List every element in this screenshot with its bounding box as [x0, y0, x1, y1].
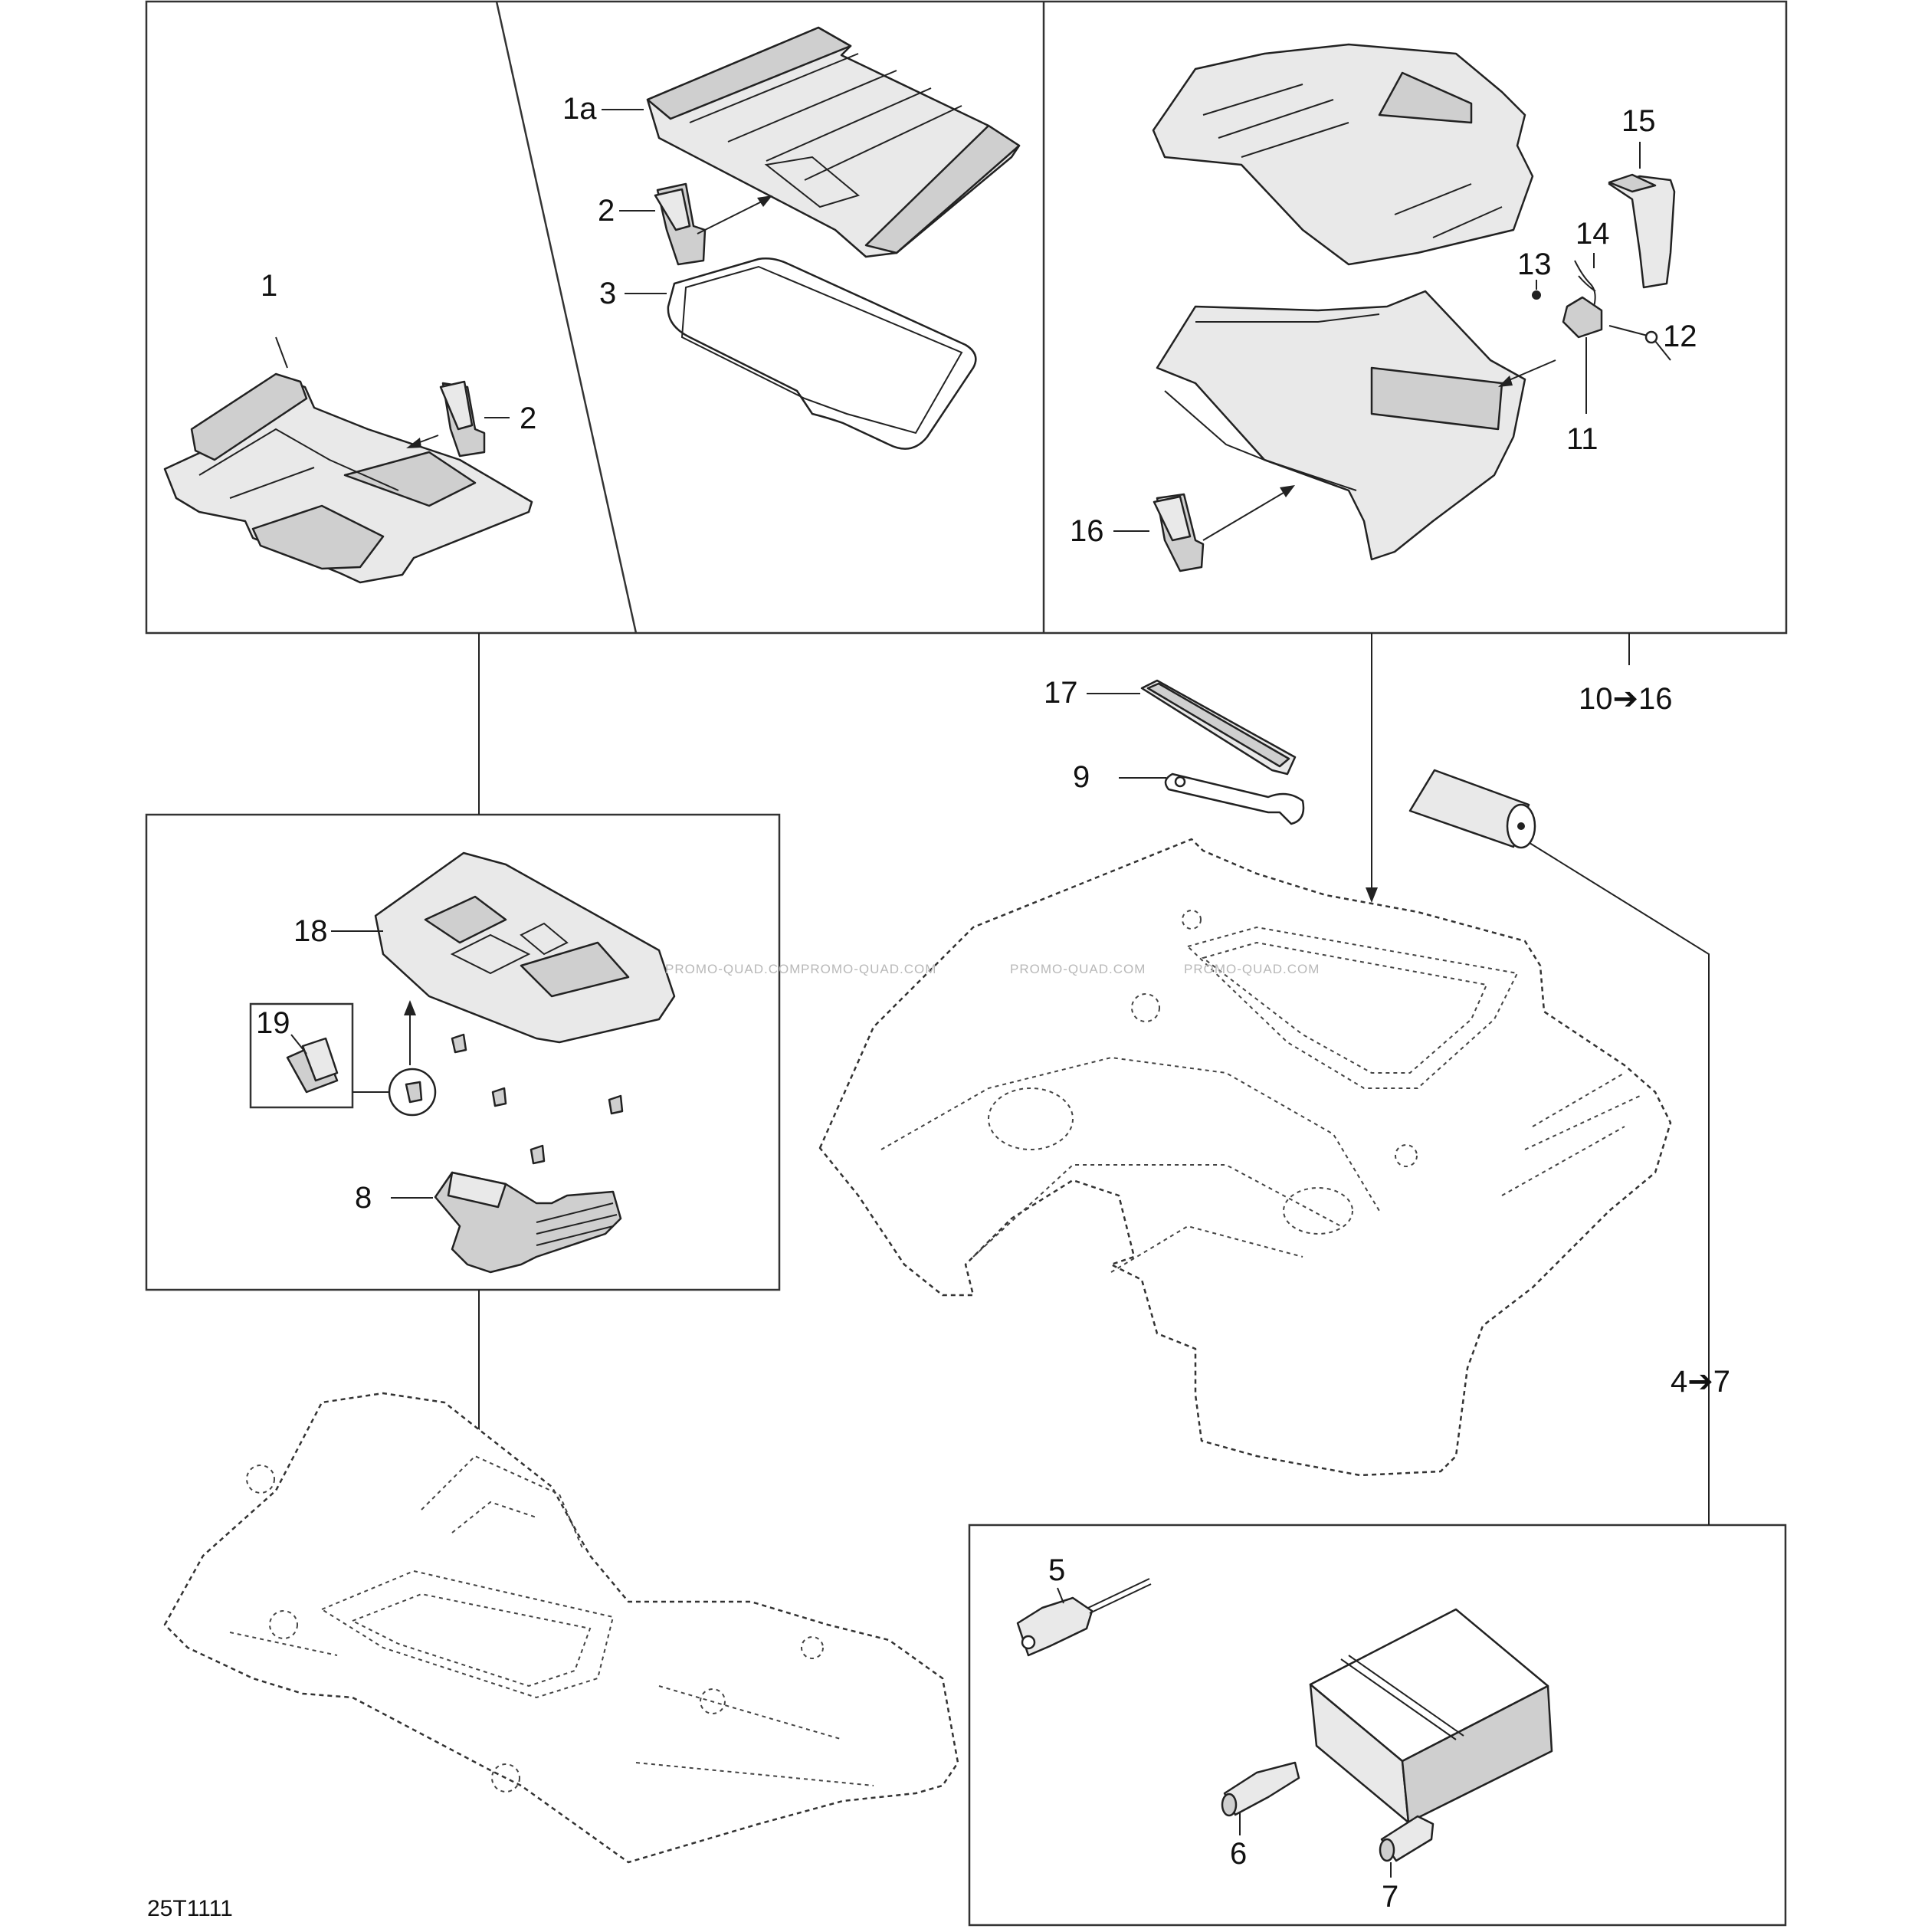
callout-14: 14	[1576, 217, 1610, 251]
part-13-washer	[1532, 290, 1541, 300]
arrow-clip-to-tub	[1280, 485, 1295, 497]
tool-pouch-roll	[1408, 769, 1536, 849]
top-frame	[145, 0, 1788, 635]
watermark-3: PROMO-QUAD.COM	[1010, 962, 1146, 976]
leader-bracket-to-tub	[1501, 359, 1556, 384]
part-18-tray-support	[374, 851, 676, 1044]
bottom-right-panel-border	[968, 1524, 1787, 1927]
part-1-rear-mat	[163, 372, 533, 584]
callout-16: 16	[1070, 514, 1104, 548]
part-19-inset-box	[249, 1002, 354, 1109]
part-5-screwdriver	[1016, 1578, 1152, 1657]
arrow-bracket-to-tub	[1498, 376, 1513, 387]
part-12-bolt	[1608, 325, 1658, 344]
storage-box-lid	[1152, 43, 1534, 266]
callout-15: 15	[1621, 104, 1656, 138]
callout-17: 17	[1044, 676, 1078, 710]
callout-13: 13	[1517, 248, 1552, 281]
tool-manual-book	[1309, 1608, 1553, 1824]
top-panel-border	[145, 0, 1788, 635]
rear-fender-main	[818, 838, 1672, 1477]
callout-6: 6	[1230, 1837, 1247, 1871]
watermark-2: PROMO-QUAD.COM	[801, 962, 936, 976]
callout-labels: 1a 2 3 1 2 15 14 13 12 11 16 10➔16 17 9 …	[256, 92, 1730, 1914]
top-panel-diagonal-divider	[495, 1, 638, 634]
callout-19: 19	[256, 1006, 290, 1040]
part-15-latch-strap	[1608, 173, 1676, 289]
watermark-4: PROMO-QUAD.COM	[1184, 962, 1320, 976]
callout-7: 7	[1382, 1880, 1398, 1914]
part-6-socket	[1221, 1761, 1300, 1817]
leader-1	[275, 336, 288, 369]
part-1a-tray	[646, 26, 1021, 258]
callout-3: 3	[599, 277, 616, 310]
callout-2-lower: 2	[520, 402, 536, 435]
part-11-latch-bracket	[1562, 296, 1603, 339]
push-rivets	[405, 1033, 624, 1165]
arrow-clip-to-mat	[406, 438, 421, 448]
callout-4-to-7: 4➔7	[1671, 1365, 1730, 1399]
callout-12: 12	[1663, 320, 1697, 353]
leader-19	[290, 1034, 307, 1055]
arrow-head-fender	[1366, 887, 1378, 903]
callout-2-upper: 2	[598, 194, 615, 228]
leader-12	[1654, 340, 1671, 361]
part-19-clip	[286, 1037, 339, 1094]
callout-11: 11	[1566, 422, 1598, 456]
storage-box-tub	[1156, 290, 1526, 561]
callout-5: 5	[1048, 1553, 1065, 1587]
callout-9: 9	[1073, 760, 1090, 794]
callout-10-to-16: 10➔16	[1579, 682, 1673, 716]
part-7-spark-plug-socket	[1379, 1815, 1435, 1862]
watermark-row: PROMO-QUAD.COM PROMO-QUAD.COM PROMO-QUAD…	[665, 962, 1320, 976]
leader-clip-to-tub	[1202, 490, 1288, 541]
part-2-clip-lower	[439, 380, 486, 458]
part-17-bracket	[1140, 679, 1297, 776]
mid-left-panel-border	[145, 813, 781, 1291]
rear-rack-frame	[163, 1392, 959, 1864]
callout-1a: 1a	[562, 92, 597, 126]
watermark-1: PROMO-QUAD.COM	[665, 962, 801, 976]
figure-code: 25T1111	[147, 1896, 233, 1921]
part-2-clip-upper	[654, 182, 707, 266]
arrow-clip-to-tray	[757, 195, 772, 207]
callout-8: 8	[355, 1181, 372, 1215]
arrow-clip-to-support	[404, 1000, 416, 1015]
callout-18: 18	[293, 914, 328, 948]
part-16-clip	[1153, 493, 1205, 572]
part-8-latch-assembly	[434, 1171, 622, 1274]
part-3-seal	[667, 257, 977, 450]
part-9-wrench	[1164, 772, 1305, 825]
leader-clip-to-tray	[697, 198, 767, 235]
leader-5	[1057, 1587, 1064, 1604]
callout-1: 1	[261, 269, 277, 303]
